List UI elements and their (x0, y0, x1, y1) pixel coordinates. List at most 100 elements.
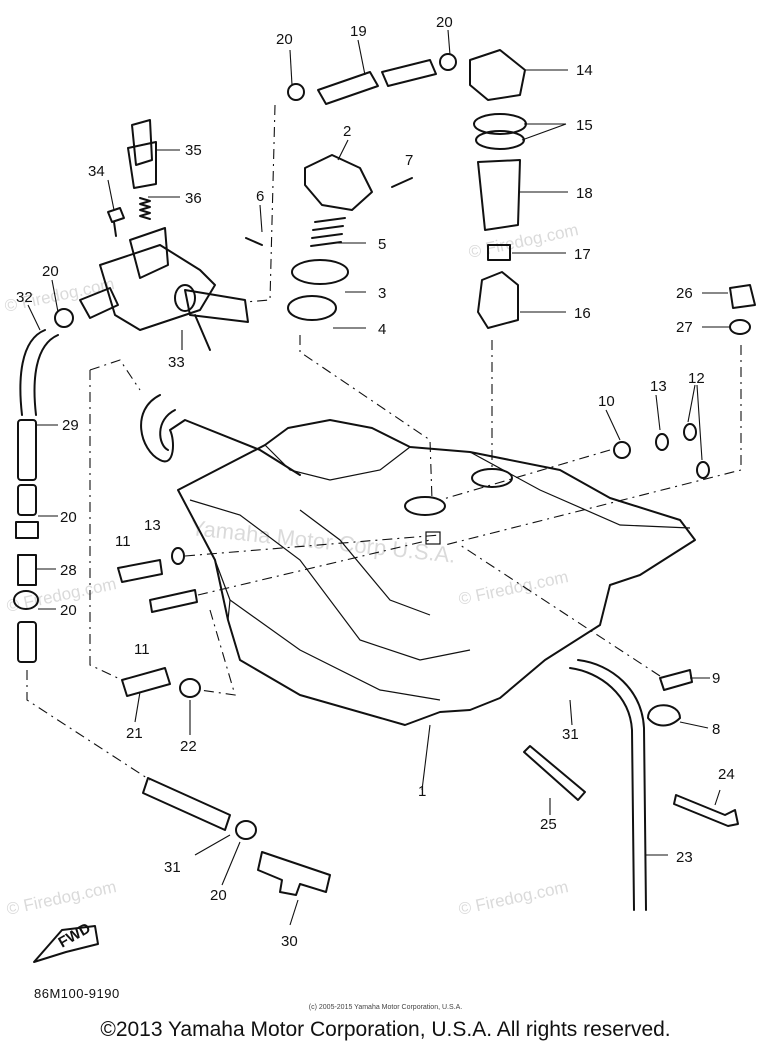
callout-1: 1 (418, 783, 426, 800)
callout-11b: 11 (134, 641, 150, 658)
callout-13a: 13 (650, 378, 667, 395)
callout-16: 16 (574, 305, 591, 322)
clip-20-bottom (235, 820, 257, 840)
callout-31b: 31 (164, 859, 181, 876)
cap-nut-26 (729, 284, 756, 309)
diagram-code: 86M100-9190 (34, 986, 120, 1001)
callout-2: 2 (343, 123, 351, 140)
cable-tie-25 (523, 745, 586, 801)
watermark-firedog-6: © Firedog.com (457, 877, 570, 919)
clip-20-top-right (439, 53, 457, 71)
callout-9: 9 (712, 670, 720, 687)
callout-20d: 20 (60, 509, 77, 526)
ref-line-10 (439, 449, 611, 501)
callout-20b: 20 (436, 14, 453, 31)
hose-left-lower (17, 621, 37, 663)
fitting-11-left (117, 559, 163, 583)
callout-28: 28 (60, 562, 77, 579)
clip-10 (613, 441, 631, 459)
callout-31a: 31 (562, 726, 579, 743)
callout-13b: 13 (144, 517, 161, 534)
callout-18: 18 (576, 185, 593, 202)
float-unit (477, 271, 519, 329)
knob-spring (139, 197, 151, 220)
cable-tie-24 (673, 794, 739, 827)
callout-35: 35 (185, 142, 202, 159)
callout-27: 27 (676, 319, 693, 336)
fuel-cock-screw (107, 207, 125, 237)
ref-line-31 (26, 670, 151, 781)
hose-31-lower (142, 777, 231, 831)
watermark-firedog-5: © Firedog.com (5, 877, 118, 919)
ref-line-9 (459, 544, 661, 677)
joint-28 (17, 554, 37, 586)
fuel-tank (177, 419, 696, 726)
hose-21 (121, 667, 171, 697)
ref-line-13 (184, 534, 441, 557)
fuel-cock-knob (127, 119, 157, 189)
callout-33: 33 (168, 354, 185, 371)
ring-15b (475, 130, 525, 150)
tee-joint-30 (257, 851, 331, 896)
callout-11a: 11 (115, 533, 131, 550)
callout-30: 30 (281, 933, 298, 950)
callout-20c: 20 (42, 263, 59, 280)
washer-12a (683, 423, 697, 441)
clip-20-upper-left (54, 308, 74, 328)
callout-36: 36 (185, 190, 202, 207)
callout-19: 19 (350, 23, 367, 40)
tank-cap (304, 154, 373, 211)
callout-14: 14 (576, 62, 593, 79)
clip-20-left-2 (13, 590, 39, 610)
sender-tube (477, 159, 521, 231)
ref-line-26 (444, 345, 742, 546)
clip-20-top-left (287, 83, 305, 101)
ref-line-11 (197, 539, 431, 596)
small-copyright-note: (c) 2005-2015 Yamaha Motor Corporation, … (308, 1004, 463, 1011)
callout-23: 23 (676, 849, 693, 866)
callout-17: 17 (574, 246, 591, 263)
cap-pin (391, 177, 413, 188)
clip-20-left-1 (15, 521, 39, 539)
callout-25: 25 (540, 816, 557, 833)
bolt-11-lower (149, 589, 198, 613)
callout-4: 4 (378, 321, 386, 338)
sender-top (469, 49, 526, 101)
callout-32: 32 (16, 289, 33, 306)
small-clamp (487, 244, 511, 261)
washer-12b (696, 461, 710, 479)
fuel-cock (79, 227, 249, 351)
vent-hose (140, 394, 301, 476)
cap-spring (310, 217, 346, 247)
callout-15: 15 (576, 117, 593, 134)
clip-9 (659, 669, 693, 691)
callout-7: 7 (405, 152, 413, 169)
hose-29 (17, 419, 37, 481)
callout-34: 34 (88, 163, 105, 180)
callout-8: 8 (712, 721, 720, 738)
hose-19b (381, 59, 437, 87)
callout-24: 24 (718, 766, 735, 783)
hose-31-right (569, 659, 647, 911)
callout-26: 26 (676, 285, 693, 302)
callout-20f: 20 (210, 887, 227, 904)
strap-pin (245, 237, 263, 246)
callout-10: 10 (598, 393, 615, 410)
callout-3: 3 (378, 285, 386, 302)
copyright-footer: ©2013 Yamaha Motor Corporation, U.S.A. A… (100, 1018, 671, 1041)
callout-12: 12 (688, 370, 705, 387)
ref-line-21 (89, 370, 123, 681)
callout-6: 6 (256, 188, 264, 205)
vent-hose-inner (159, 409, 176, 451)
washer-27 (729, 319, 751, 335)
callout-21: 21 (126, 725, 143, 742)
watermark-center: Yamaha Motor Corp U.S.A. (189, 515, 456, 568)
fwd-arrow: FWD (33, 920, 99, 963)
callout-5: 5 (378, 236, 386, 253)
washer-13-right (655, 433, 669, 451)
callout-20e: 20 (60, 602, 77, 619)
callout-20a: 20 (276, 31, 293, 48)
leader-lines (27, 29, 730, 926)
clip-22 (179, 678, 201, 698)
